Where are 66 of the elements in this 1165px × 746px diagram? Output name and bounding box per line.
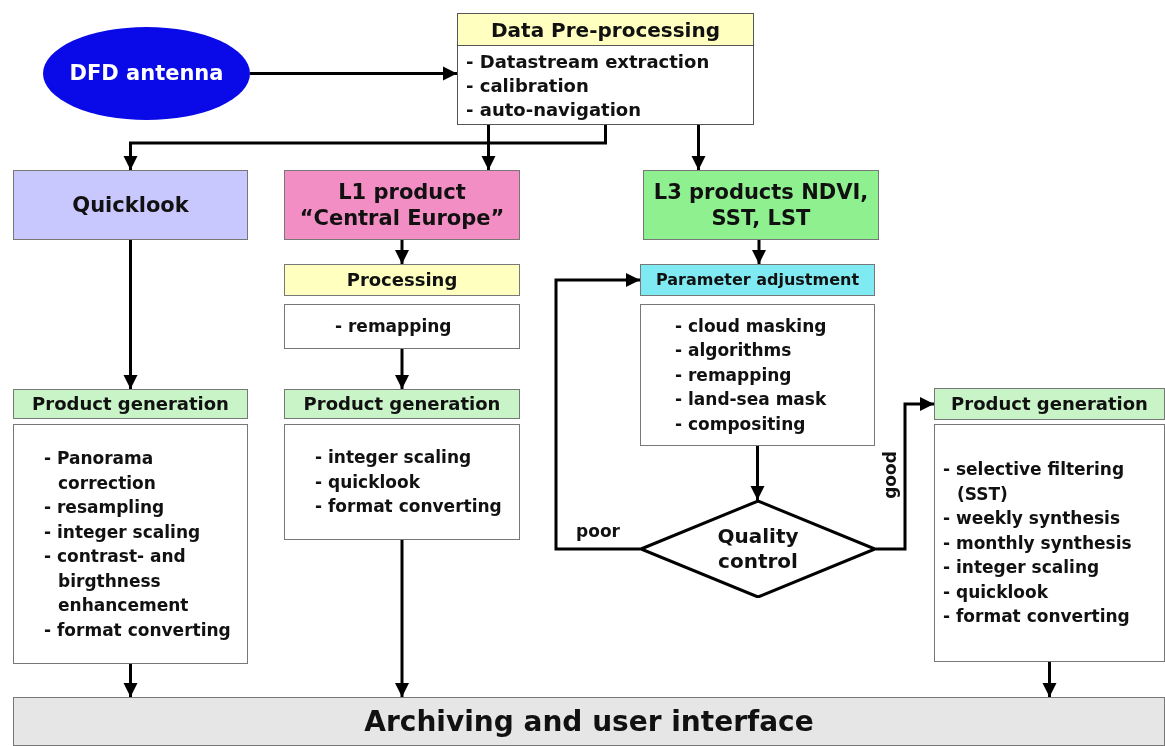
arrow (395, 540, 409, 697)
list-item: - Datastream extraction (466, 50, 711, 74)
step-box (934, 424, 1165, 662)
arrow (554, 273, 640, 551)
arrow (1042, 662, 1057, 697)
box-title: Product generation (951, 392, 1148, 414)
box-title: Processing (346, 268, 458, 290)
box-heading: Data Pre-processing (490, 16, 721, 44)
step-box (284, 304, 520, 349)
list-item: - resampling (44, 496, 166, 519)
step-header (284, 264, 520, 296)
arrow (750, 446, 765, 500)
box-title: Product generation (303, 392, 501, 414)
arrow (752, 240, 766, 264)
edge-label: good (881, 449, 899, 501)
list-item: - integer scaling (44, 520, 202, 544)
list-item: - format converting (943, 605, 1131, 629)
box-title: Product generation (32, 392, 229, 414)
step-box (284, 424, 520, 540)
arrow (395, 349, 409, 389)
list-item: - Panorama correction (44, 447, 157, 495)
arrow (123, 664, 138, 697)
archive-bar (13, 697, 1165, 746)
step-header (934, 388, 1165, 420)
step-box (640, 304, 875, 446)
arrow (395, 240, 409, 264)
arrow (481, 125, 496, 170)
arrow (123, 240, 138, 389)
list-item: - calibration (466, 74, 590, 98)
node-label: DFD antenna (69, 59, 224, 87)
box-title: Quicklook (72, 192, 189, 217)
list-item: - land-sea mask (675, 388, 828, 412)
list-item: - quicklook (943, 580, 1049, 604)
list-item: - cloud masking (675, 314, 828, 338)
step-box (13, 424, 248, 664)
list-item: - quicklook (315, 470, 421, 494)
list-item: - auto-navigation (466, 98, 642, 122)
process-box (13, 170, 248, 240)
list-item: - contrast- and birgthness enhancement (44, 545, 190, 617)
process-box (457, 13, 754, 125)
box-title: Parameter adjustment (655, 270, 860, 289)
step-header (284, 389, 520, 419)
arrow (876, 397, 934, 551)
list-item: - weekly synthesis (943, 507, 1121, 531)
list-item: - format converting (315, 495, 503, 519)
step-header (640, 264, 875, 296)
arrow (250, 66, 457, 81)
list-item: - selective filtering (SST) (943, 458, 1126, 506)
arrow (691, 125, 706, 170)
list-item: - integer scaling (315, 446, 473, 470)
list-item: - algorithms (675, 339, 793, 363)
list-item: - compositing (675, 412, 807, 436)
process-box (284, 170, 520, 240)
list-item: - remapping (335, 315, 453, 339)
list-item: - format converting (44, 618, 232, 642)
box-title: Archiving and user interface (364, 705, 814, 738)
process-box (643, 170, 879, 240)
box-title: L3 products NDVI, SST, LST (653, 179, 869, 230)
arrow (123, 125, 607, 170)
list-item: - monthly synthesis (943, 531, 1133, 555)
list-item: - integer scaling (943, 556, 1101, 580)
step-header (13, 389, 248, 419)
node-label: Quality control (717, 524, 799, 573)
decision-diamond (640, 500, 876, 598)
list-item: - remapping (675, 363, 793, 387)
box-title: L1 product “Central Europe” (299, 179, 505, 230)
